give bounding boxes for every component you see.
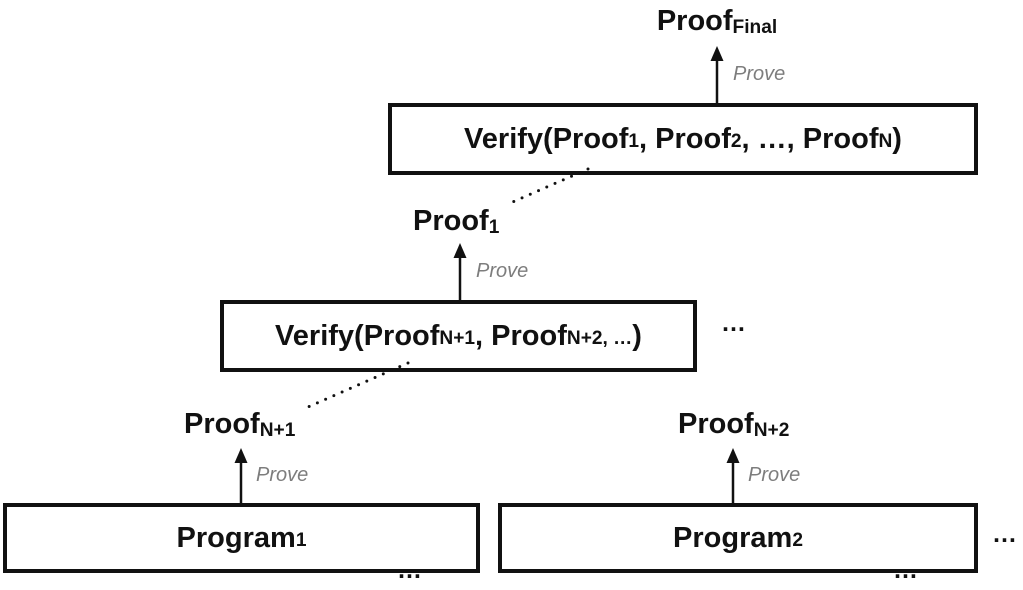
prove-arrow-proofN1: [234, 448, 248, 503]
prove-arrow-proof1: [453, 243, 467, 300]
prove-label-proof1: Prove: [476, 260, 529, 282]
arrowhead-up-icon: [710, 46, 724, 61]
ellipsis-more-programs-right: …: [893, 556, 919, 584]
ellipsis-more-programs-left: …: [397, 556, 423, 584]
arrowhead-up-icon: [234, 448, 248, 463]
prove-arrow-final: [710, 46, 724, 103]
arrowhead-up-icon: [726, 448, 740, 463]
proof-n-plus-2-label: ProofN+2: [678, 408, 790, 442]
ellipsis-more-program-boxes: …: [992, 520, 1018, 548]
proof-final-label: ProofFinal: [656, 5, 778, 39]
prove-label-proofN2: Prove: [748, 464, 801, 486]
proof-n-plus-1-label: ProofN+1: [184, 408, 296, 442]
proof-1-label: Proof1: [413, 205, 500, 239]
prove-label-proofN1: Prove: [256, 464, 309, 486]
prove-arrow-proofN2: [726, 448, 740, 503]
prove-label-final: Prove: [733, 63, 786, 85]
ellipsis-more-verify-boxes: …: [721, 309, 747, 337]
arrowhead-up-icon: [453, 243, 467, 258]
